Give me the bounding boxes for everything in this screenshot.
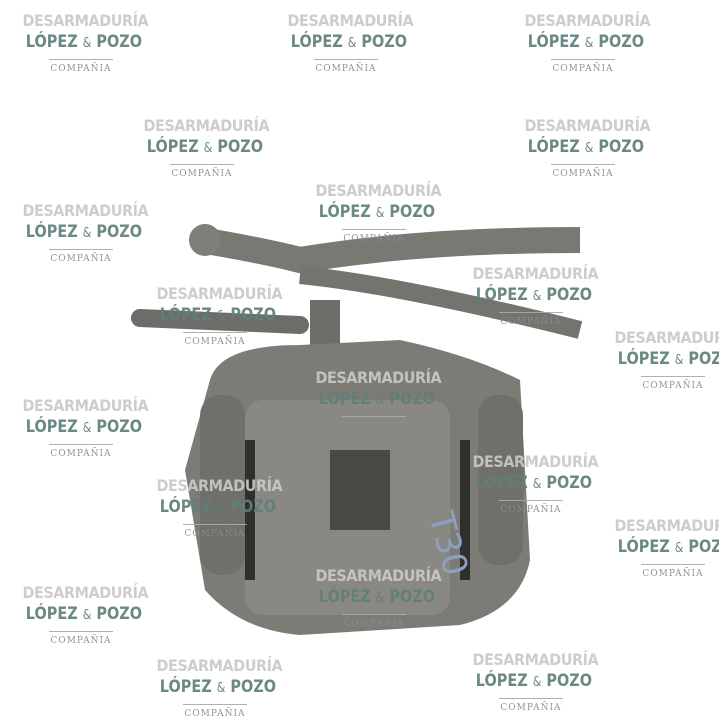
product-image: T30 DESARMADURÍA LÓPEZ & POZO COMPAÑIA D…: [22, 11, 719, 719]
brake-caliper-photo: T30: [131, 224, 583, 635]
